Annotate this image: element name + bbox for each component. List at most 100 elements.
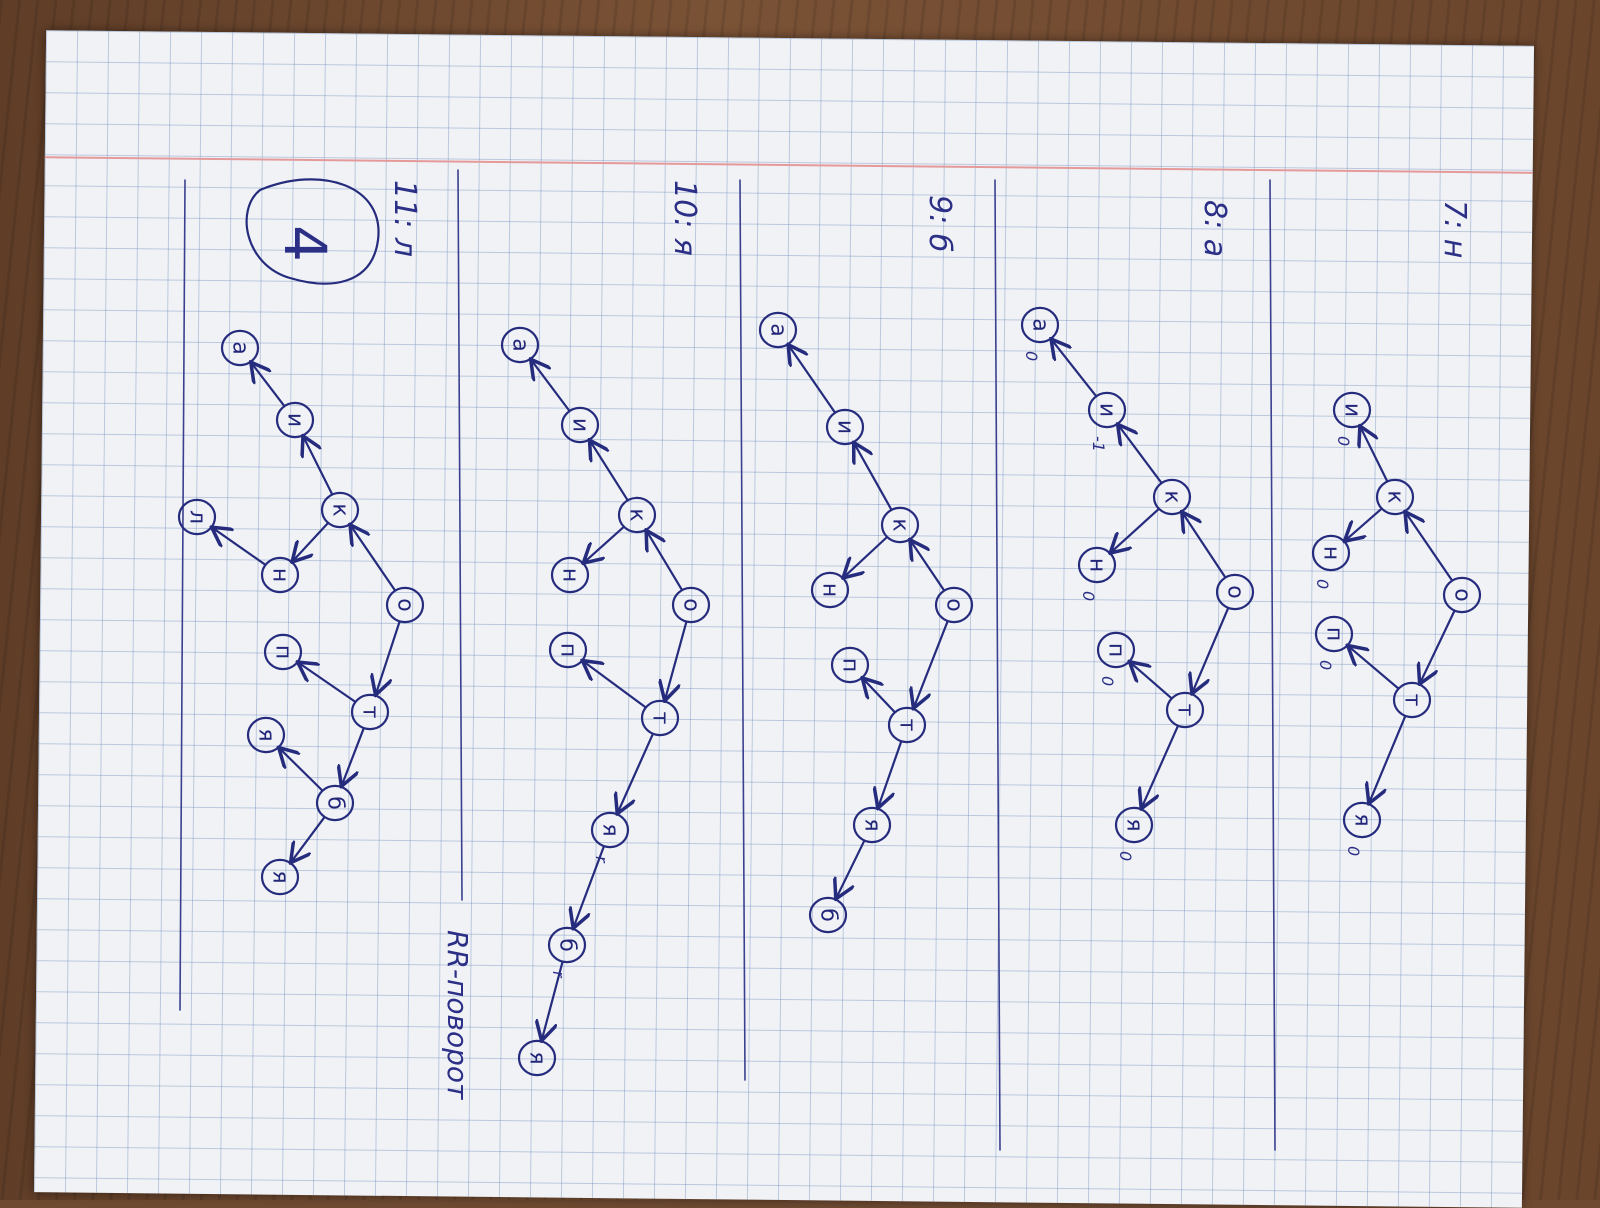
node-label: я [254, 728, 279, 741]
node-label: о [1223, 585, 1248, 598]
tree-node-n11_o: о [385, 586, 425, 624]
tree-node-n11_t: т [350, 693, 390, 731]
tree-node-n8_i: и-1 [1087, 391, 1127, 452]
tree-node-n8_k: к [1152, 478, 1192, 516]
tree-edge [1361, 428, 1389, 482]
tree-node-n10_k: к [617, 496, 657, 534]
tree-edge [299, 663, 357, 703]
node-circle [263, 633, 303, 671]
node-circle [260, 556, 300, 594]
tree-edge [837, 840, 866, 897]
node-circle [177, 498, 217, 536]
tree-node-n9_ya: я [852, 806, 892, 844]
balance-marker: 0 [1334, 436, 1353, 446]
tree-node-n9_n: н [810, 571, 850, 609]
node-circle [852, 806, 892, 844]
node-circle [1020, 306, 1060, 344]
node-label: и [833, 420, 858, 434]
tree-edge [584, 662, 647, 709]
node-label: о [1450, 588, 1475, 601]
tree-node-n7_t: т [1392, 681, 1432, 719]
node-circle [315, 784, 355, 822]
node-label: я [525, 1051, 550, 1064]
tree-edge [1346, 507, 1383, 540]
node-circle [1442, 576, 1482, 614]
node-label: т [895, 719, 920, 732]
node-circle [758, 311, 798, 349]
tree-edge [1112, 507, 1160, 551]
node-circle [1314, 615, 1354, 653]
node-label: п [556, 643, 581, 657]
node-label: а [228, 341, 253, 354]
tree-node-n11_n: н [260, 556, 300, 594]
tree-node-n11_k: к [320, 491, 360, 529]
node-circle [320, 491, 360, 529]
heading-8: 8: а [1197, 200, 1232, 257]
node-label: и [283, 413, 308, 427]
node-label: и [1095, 403, 1120, 417]
tree-edge [585, 525, 625, 562]
tree-node-n10_o: о [671, 586, 711, 624]
tree-edge [351, 527, 396, 592]
tree-edge [1421, 610, 1456, 682]
tree-node-n11_ya2: я [260, 858, 300, 896]
tree-node-n8_p: п0 [1096, 631, 1136, 686]
tree-edge [911, 542, 946, 592]
node-circle [246, 716, 286, 754]
node-circle [500, 326, 540, 364]
tree-edge [789, 346, 836, 414]
tree-node-n10_i: и [560, 406, 600, 444]
tree-node-n9_p: п [830, 646, 870, 684]
tree-node-n7_ya: я0 [1342, 801, 1382, 856]
tree-node-n9_o: о [934, 586, 974, 624]
node-circle [880, 506, 920, 544]
tree-edge [213, 528, 267, 566]
node-circle [934, 586, 974, 624]
node-label: н [1085, 558, 1110, 572]
node-circle [1077, 546, 1117, 584]
node-label: к [625, 508, 650, 521]
node-circle [275, 401, 315, 439]
node-label: т [648, 712, 673, 725]
node-label: к [1383, 490, 1408, 503]
tree-node-n10_p: п [548, 631, 588, 669]
tree-node-n7_o: о [1442, 576, 1482, 614]
node-label: н [1319, 546, 1344, 560]
tree-node-n10_n: н [550, 556, 590, 594]
tree-node-n10_t: т [640, 699, 680, 737]
tree-edge [845, 536, 888, 576]
node-circle [1392, 681, 1432, 719]
tree-edge [1349, 647, 1400, 690]
node-circle [1096, 631, 1136, 669]
circled-number-outline [245, 178, 380, 285]
tree-edge [304, 438, 334, 496]
node-label: я [1122, 818, 1147, 831]
node-circle [1087, 391, 1127, 429]
tree-node-n11_a: а [220, 329, 260, 367]
tree-edge [1406, 514, 1453, 582]
tree-node-n8_a: а0 [1020, 306, 1060, 361]
tree-edge [879, 740, 903, 806]
node-label: я [268, 870, 293, 883]
tree-edge [376, 621, 401, 693]
node-circle [830, 646, 870, 684]
tree-edge [591, 442, 629, 501]
node-label: я [860, 818, 885, 831]
section-divider [994, 179, 1001, 1151]
tree-node-n8_o: о [1215, 573, 1255, 611]
tree-node-n7_i: и0 [1332, 391, 1372, 446]
node-circle [260, 858, 300, 896]
node-label: я [598, 823, 623, 836]
tree-edge [647, 532, 683, 591]
tree-node-n11_i: и [275, 401, 315, 439]
node-circle [810, 571, 850, 609]
node-label: к [888, 518, 913, 531]
tree-node-n9_k: к [880, 506, 920, 544]
node-circle [547, 926, 587, 964]
balance-marker: 0 [1316, 660, 1335, 670]
node-circle [550, 556, 590, 594]
node-label: о [393, 598, 418, 611]
node-label: а [508, 338, 533, 351]
tree-node-n9_i: и [825, 408, 865, 446]
node-circle [548, 631, 588, 669]
